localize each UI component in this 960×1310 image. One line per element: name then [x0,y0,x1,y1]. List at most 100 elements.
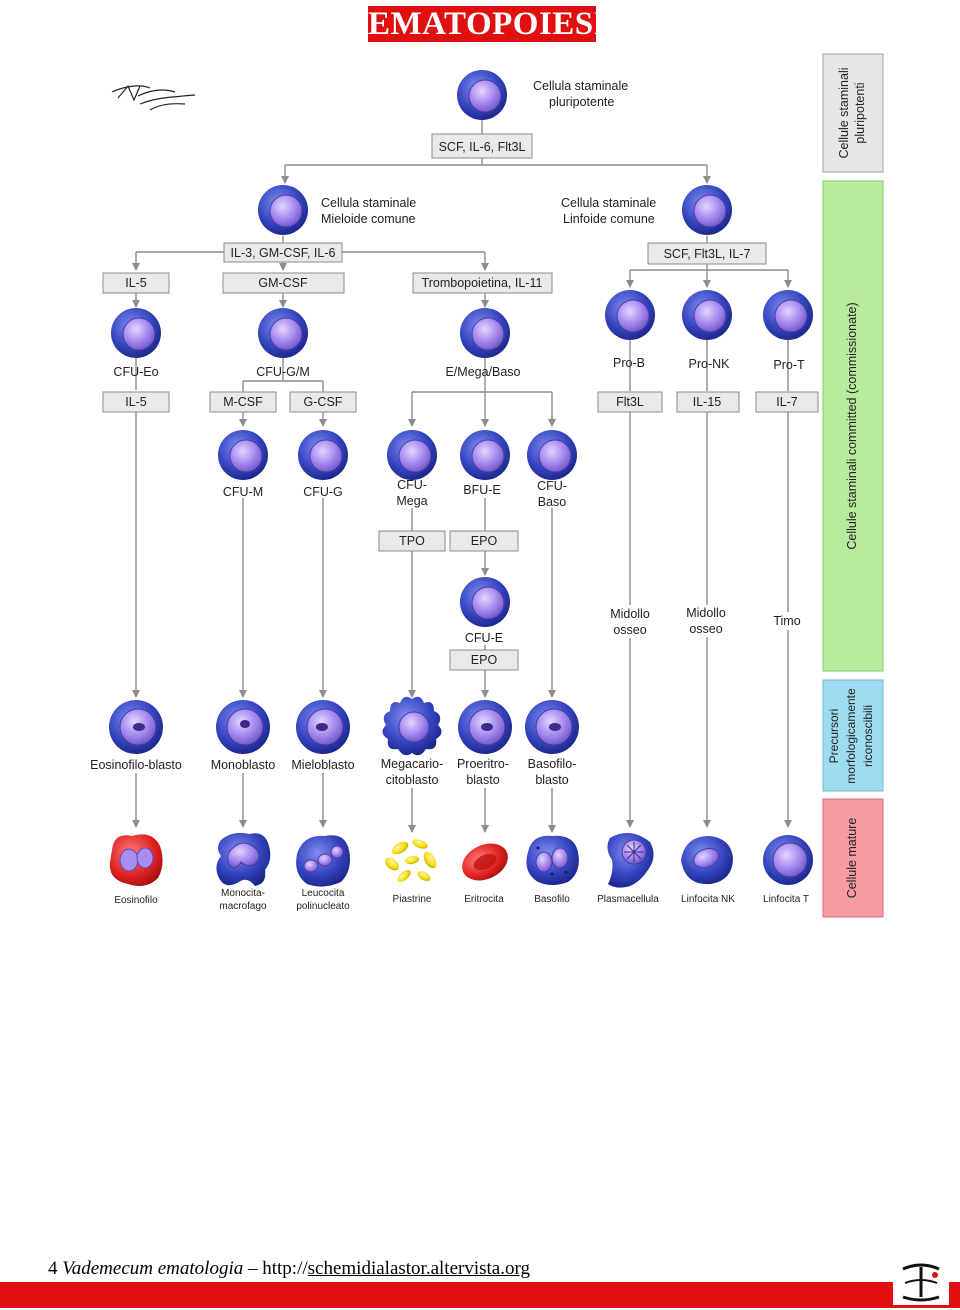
factor-box-il7: IL-7 [755,391,819,413]
factor-box-mcsf: M-CSF [209,391,277,413]
basofilo-cell [526,835,579,885]
page-title: EMATOPOIESI [368,6,607,42]
svg-text:morfologicamente: morfologicamente [844,688,858,784]
leucocita-label-1: Leucocita [302,888,345,899]
author-signature [111,84,196,111]
megacariocitoblasto-cell [382,696,442,756]
pro-t-cell [763,290,813,340]
pro-nk-label: Pro-NK [689,357,731,371]
piastrine-label: Piastrine [393,894,432,905]
footer-citation: 4 Vademecum ematologia – http://schemidi… [48,1258,530,1280]
cfu-e-label: CFU-E [465,631,503,645]
page-number: 4 [48,1258,58,1279]
factor-box-root: SCF, IL-6, Flt3L [431,133,533,159]
svg-text:pluripotenti: pluripotenti [853,82,867,143]
svg-text:SCF, IL-6, Flt3L: SCF, IL-6, Flt3L [439,140,526,154]
cfu-eo-cell [111,308,161,358]
piastrine-cells [385,839,437,882]
factor-box-il5-mid: IL-5 [102,391,170,413]
e-mega-baso-label: E/Mega/Baso [445,365,520,379]
cfu-baso-label-1: CFU- [537,479,567,493]
basofilo-label: Basofilo [534,894,570,905]
eosinofilo-blasto-label: Eosinofilo-blasto [90,758,182,772]
eosinofilo-cell [109,834,163,886]
factor-box-il5-top: IL-5 [102,272,170,294]
cfu-mega-label-2: Mega [396,494,427,508]
factor-box-epo-2: EPO [449,649,519,671]
monocita-label-1: Monocita- [221,888,265,899]
proeritro-label-1: Proeritro- [457,757,509,771]
cfu-gm-cell [258,308,308,358]
cfu-m-cell [218,430,268,480]
svg-text:G-CSF: G-CSF [304,395,343,409]
megacario-label-2: citoblasto [386,773,439,787]
bfu-e-label: BFU-E [463,483,501,497]
factor-box-epo-1: EPO [449,530,519,552]
plasmacellula-label: Plasmacellula [597,894,659,905]
factor-box-myeloid-root: IL-3, GM-CSF, IL-6 [223,242,343,263]
cfu-baso-cell [527,430,577,480]
cfu-gm-label: CFU-G/M [256,365,309,379]
svg-text:IL-7: IL-7 [776,395,798,409]
bone-marrow-label-1b: osseo [613,623,646,637]
pro-t-label: Pro-T [773,358,805,372]
basofilo-blasto-label-2: blasto [535,773,568,787]
factor-box-gcsf: G-CSF [289,391,357,413]
sidebar-pluripotent: Cellule staminali pluripotenti [822,53,884,173]
connector-lines [132,117,792,833]
sidebar-mature: Cellule mature [822,798,884,918]
svg-text:EPO: EPO [471,534,498,548]
footer-url[interactable]: schemidialastor.altervista.org [307,1258,530,1279]
proeritroblasto-cell [458,700,512,754]
bone-marrow-label-2a: Midollo [686,606,726,620]
eritrocita-label: Eritrocita [464,894,504,905]
factor-box-gmcsf: GM-CSF [222,272,345,294]
linfocita-t-cell [763,835,813,885]
lymphoid-label-2: Linfoide comune [563,212,655,226]
svg-text:IL-5: IL-5 [125,276,147,290]
stem-label-2: pluripotente [549,95,614,109]
myeloid-label-1: Cellula staminale [321,196,416,210]
mieloblasto-cell [296,700,350,754]
bone-marrow-label-2b: osseo [689,622,722,636]
mature-labels: Eosinofilo Monocita- macrofago Leucocita… [114,888,809,912]
basofilo-blasto-label-1: Basofilo- [528,757,577,771]
svg-text:Trombopoietina, IL-11: Trombopoietina, IL-11 [422,276,543,290]
svg-text:EPO: EPO [471,653,498,667]
svg-text:Cellule mature: Cellule mature [845,818,859,899]
leucocita-polinucleato-cell [296,835,350,887]
factor-box-il15: IL-15 [676,391,740,413]
footer-bar [0,1282,960,1308]
pro-b-cell [605,290,655,340]
svg-text:IL-3, GM-CSF, IL-6: IL-3, GM-CSF, IL-6 [231,246,336,260]
eosinofilo-blasto-cell [109,700,163,754]
book-title: Vademecum ematologia [62,1258,244,1279]
thymus-label: Timo [773,614,800,628]
factor-box-thrombo: Trombopoietina, IL-11 [412,272,553,294]
leucocita-label-2: polinucleato [296,901,350,912]
svg-text:Flt3L: Flt3L [616,395,644,409]
svg-text:SCF, Flt3L, IL-7: SCF, Flt3L, IL-7 [664,247,751,261]
stem-label-1: Cellula staminale [533,79,628,93]
svg-text:riconoscibili: riconoscibili [861,705,875,767]
cfu-m-label: CFU-M [223,485,263,499]
sidebar-precursors: Precursori morfologicamente riconoscibil… [822,679,884,792]
linfocita-t-label: Linfocita T [763,894,809,905]
cfu-mega-label-1: CFU- [397,478,427,492]
factor-box-lymphoid-root: SCF, Flt3L, IL-7 [647,242,767,265]
pro-b-label: Pro-B [613,356,645,370]
monocita-label-2: macrofago [219,901,267,912]
svg-text:Cellule staminali: Cellule staminali [837,67,851,158]
cfu-baso-label-2: Baso [538,495,567,509]
factor-box-flt3l: Flt3L [597,391,663,413]
bone-marrow-label-1a: Midollo [610,607,650,621]
svg-text:TPO: TPO [399,534,425,548]
lymphoid-stem-cell [682,185,732,235]
cell-labels: Cellula staminale pluripotente Cellula s… [90,79,805,787]
svg-text:IL-5: IL-5 [125,395,147,409]
myeloid-label-2: Mieloide comune [321,212,416,226]
cfu-e-cell [460,577,510,627]
lymphoid-label-1: Cellula staminale [561,196,656,210]
cfu-mega-cell [387,430,437,480]
hematopoiesis-diagram: SCF, IL-6, Flt3L IL-3, GM-CSF, IL-6 SCF,… [90,53,884,918]
